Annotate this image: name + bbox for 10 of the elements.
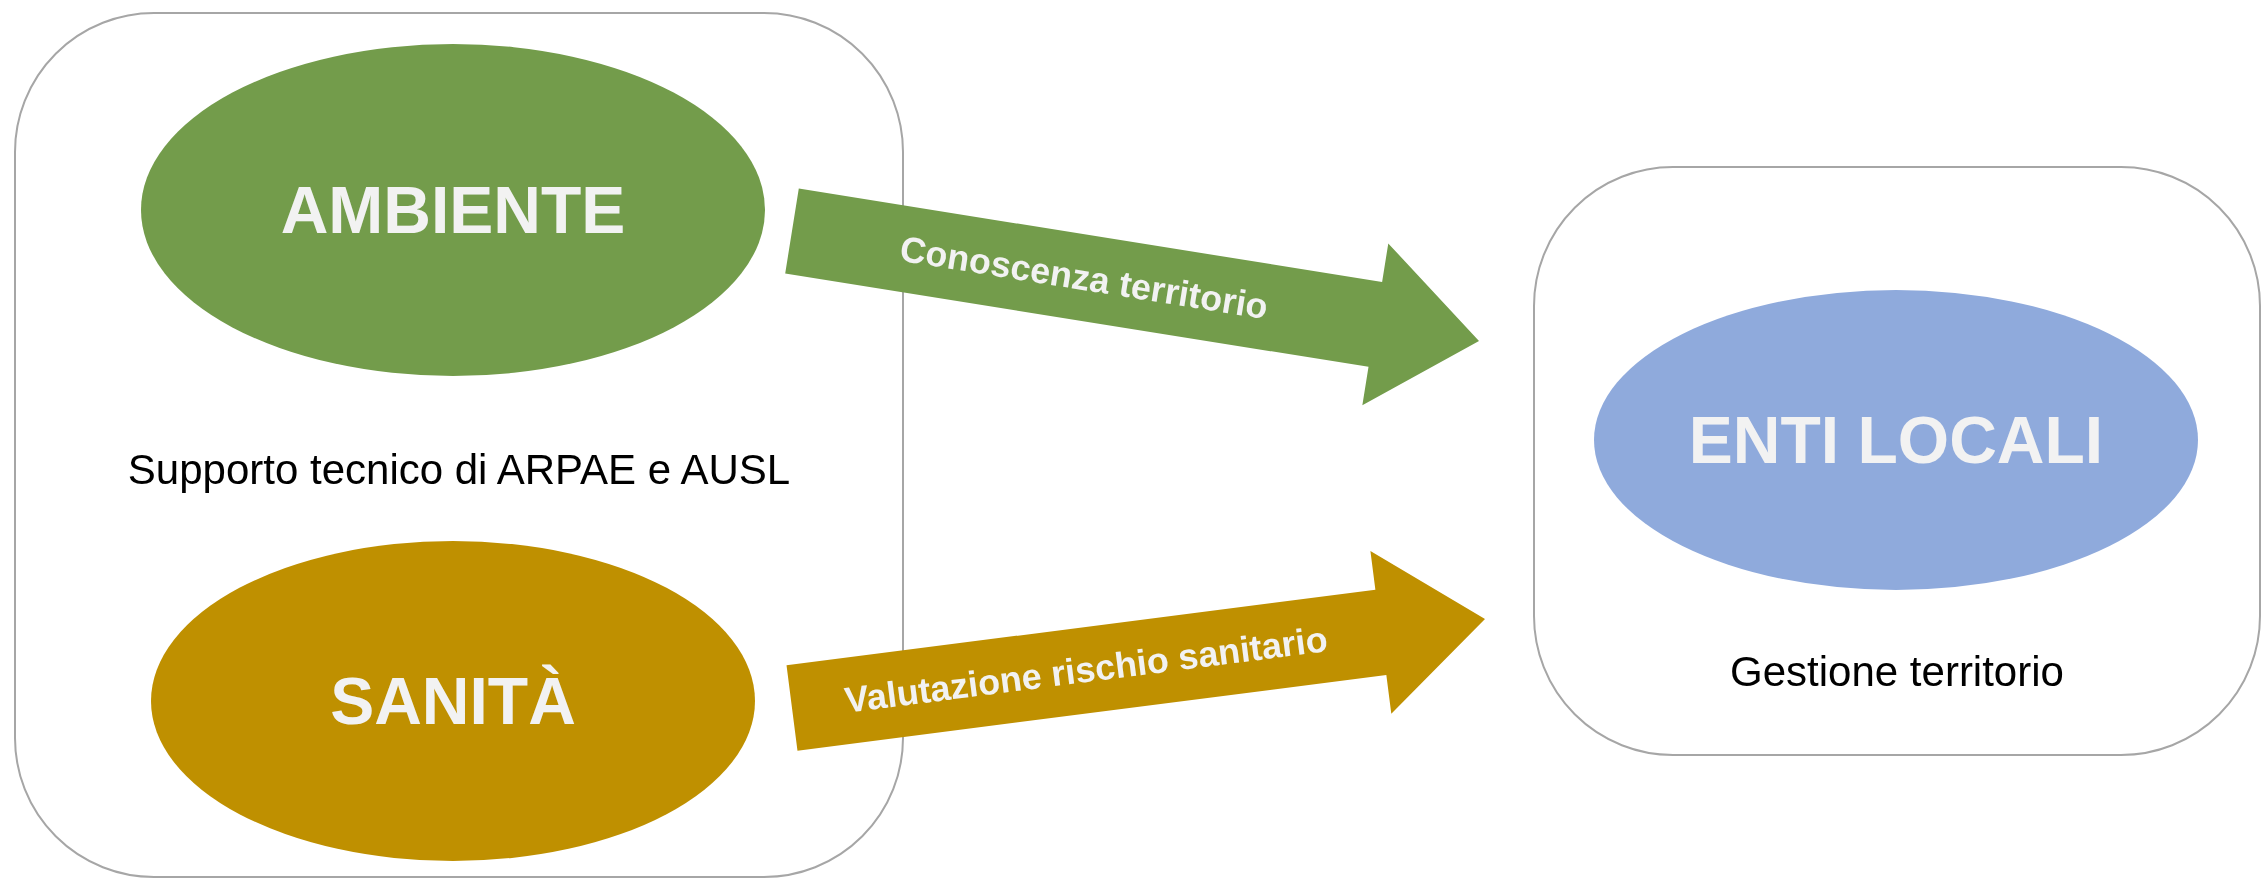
node-title: ENTI LOCALI [1688, 402, 2104, 478]
rounded-panel [1533, 166, 2261, 756]
block-arrow [785, 188, 1479, 406]
node-caption: Gestione territorio [1729, 648, 2065, 696]
block-arrow [786, 551, 1485, 751]
node-title: SANITÀ [330, 663, 576, 739]
edge-label: Conoscenza territorio [896, 227, 1271, 328]
node-title: AMBIENTE [280, 172, 626, 248]
edge-label: Valutazione rischio sanitario [842, 618, 1331, 722]
node-caption: Supporto tecnico di ARPAE e AUSL [126, 446, 792, 494]
